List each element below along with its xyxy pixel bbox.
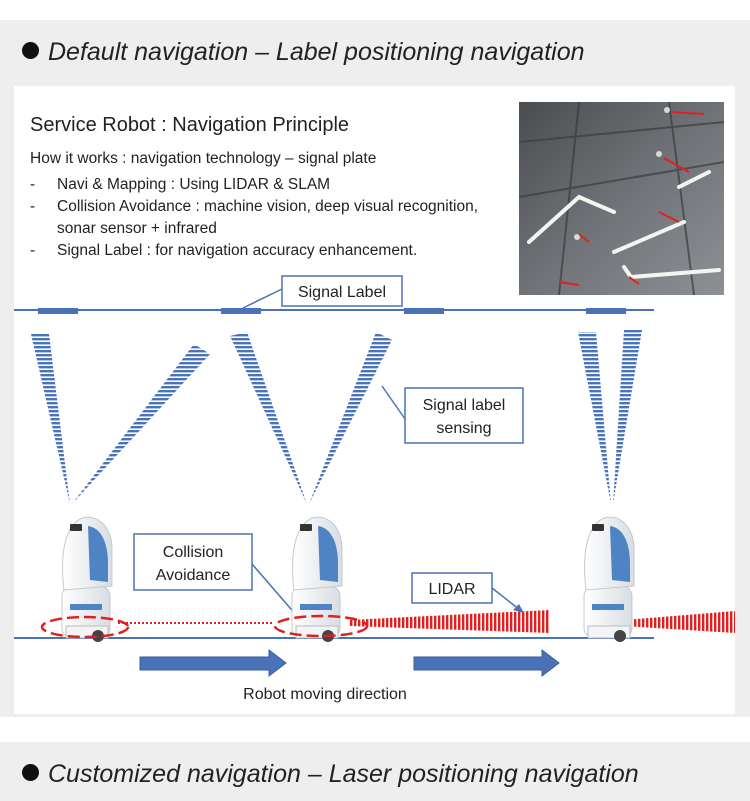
- robot-3: [583, 516, 635, 642]
- panel-heading: Service Robot : Navigation Principle: [30, 114, 350, 136]
- lidar-arrowhead-icon: [513, 604, 524, 613]
- sensing-pointer: [381, 385, 406, 420]
- direction-text: Robot moving direction: [243, 686, 407, 703]
- signal-beam-2b: [309, 332, 392, 504]
- section-title-customized: Customized navigation – Laser positionin…: [22, 760, 639, 789]
- how-it-works-text: How it works : navigation technology – s…: [30, 150, 377, 167]
- sensing-text-line1: Signal label: [423, 397, 506, 414]
- signal-plate-4: [586, 308, 626, 314]
- signal-beam-1b: [72, 344, 210, 504]
- navigation-diagram: Signal Label Signal label sensing LIDAR …: [14, 275, 735, 703]
- lidar-box: [411, 572, 493, 604]
- signal-label-text: Signal Label: [298, 284, 386, 301]
- collision-zone-2: [273, 614, 369, 638]
- signal-label-pointer: [242, 288, 283, 309]
- section-title-customized-text: Customized navigation – Laser positionin…: [48, 760, 639, 788]
- signal-label-box: [281, 275, 403, 307]
- collision-pointer: [251, 563, 298, 617]
- sensing-box: [404, 387, 524, 444]
- feature-list: Navi & Mapping : Using LIDAR & SLAM Coll…: [30, 174, 520, 262]
- signal-plate-1: [38, 308, 78, 314]
- diagram-panel: Service Robot : Navigation Principle How…: [14, 86, 735, 714]
- collision-zone-1: [40, 615, 130, 639]
- robot-1: [61, 516, 113, 642]
- section-band-customized: [0, 742, 750, 801]
- lidar-beam-3: [624, 611, 735, 633]
- lidar-beam-2: [349, 610, 550, 633]
- lidar-pointer: [491, 587, 521, 611]
- collision-text-line1: Collision: [163, 544, 223, 561]
- signal-beam-1a: [31, 334, 70, 504]
- lidar-text: LIDAR: [428, 581, 475, 598]
- collision-text-line2: Avoidance: [156, 567, 231, 584]
- signal-beam-3b: [613, 330, 642, 504]
- robot-2: [291, 516, 343, 642]
- sensing-text-line2: sensing: [436, 420, 491, 437]
- direction-arrow-2-icon: [413, 648, 560, 678]
- bullet-dot-icon: [22, 42, 39, 59]
- feature-item-collision: Collision Avoidance : machine vision, de…: [30, 196, 520, 240]
- bullet-dot-icon: [22, 764, 39, 781]
- collision-box: [133, 533, 253, 591]
- section-title-default-text: Default navigation – Label positioning n…: [48, 38, 585, 66]
- signal-beam-2a: [230, 332, 307, 504]
- feature-item-navi: Navi & Mapping : Using LIDAR & SLAM: [30, 174, 520, 196]
- signal-plate-3: [404, 308, 444, 314]
- signal-beam-3a: [578, 332, 611, 504]
- section-title-default: Default navigation – Label positioning n…: [22, 38, 585, 67]
- signal-plate-2: [221, 308, 261, 314]
- ceiling-photo: [519, 102, 724, 295]
- feature-item-signal: Signal Label : for navigation accuracy e…: [30, 240, 520, 262]
- direction-arrow-1-icon: [139, 648, 287, 678]
